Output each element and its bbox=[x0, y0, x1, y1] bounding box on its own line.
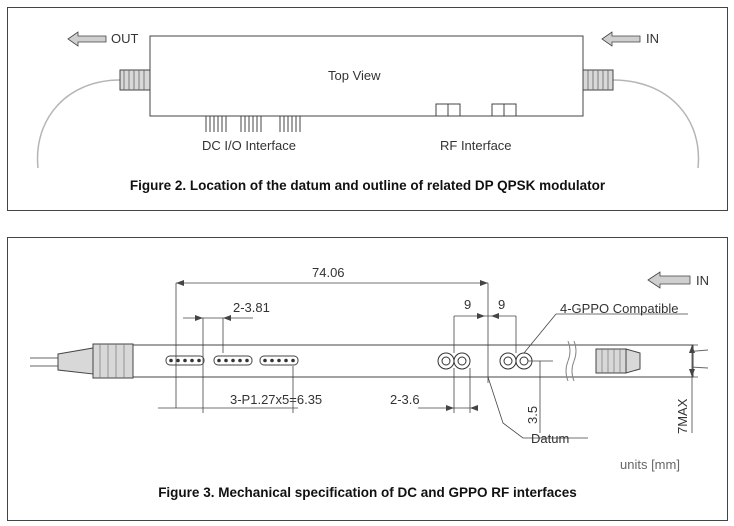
dim-total: 74.06 bbox=[312, 265, 345, 280]
gppo-connectors bbox=[437, 352, 533, 370]
out-fiber bbox=[36, 79, 121, 169]
figure-2-panel: OUT IN Top View DC I/O Interface RF Inte… bbox=[7, 7, 728, 211]
out-arrow bbox=[67, 31, 107, 47]
rf-connectors bbox=[435, 103, 517, 117]
right-boot bbox=[625, 348, 641, 374]
in-label: IN bbox=[646, 31, 659, 46]
figure-3-drawing bbox=[30, 271, 709, 439]
dim-max: 7MAX bbox=[675, 398, 690, 434]
in-arrow bbox=[647, 271, 691, 289]
gppo-label: 4-GPPO Compatible bbox=[560, 301, 679, 316]
rf-interface-label: RF Interface bbox=[440, 138, 512, 153]
modulator-body bbox=[149, 35, 584, 117]
units-label: units [mm] bbox=[620, 457, 680, 472]
datum-label: Datum bbox=[531, 431, 570, 446]
dim-gap-1: 9 bbox=[464, 297, 472, 312]
dim-height: 3.5 bbox=[525, 405, 540, 424]
dim-gppo-spacing: 2-3.6 bbox=[390, 392, 420, 407]
figure-3-caption: Figure 3. Mechanical specification of DC… bbox=[158, 485, 577, 500]
dc-pins bbox=[205, 116, 301, 132]
figure-3-panel: IN 74.06 2-3.81 9 9 4-GPPO Compatible 3-… bbox=[7, 237, 728, 521]
out-connector bbox=[119, 69, 151, 91]
in-arrow bbox=[601, 31, 641, 47]
out-label: OUT bbox=[111, 31, 139, 46]
left-connector bbox=[92, 343, 134, 379]
dc-interface-label: DC I/O Interface bbox=[202, 138, 296, 153]
figure-2-drawing bbox=[36, 31, 700, 169]
figure-2-caption: Figure 2. Location of the datum and outl… bbox=[129, 178, 606, 193]
dim-pins: 3-P1.27x5=6.35 bbox=[230, 392, 323, 407]
top-view-label: Top View bbox=[328, 68, 381, 83]
dim-pitch: 2-3.81 bbox=[233, 300, 270, 315]
in-fiber bbox=[612, 79, 700, 169]
in-label: IN bbox=[696, 273, 709, 288]
dc-pin-groups bbox=[165, 355, 299, 366]
left-boot bbox=[57, 347, 94, 375]
right-connector bbox=[595, 348, 627, 374]
dim-gap-2: 9 bbox=[498, 297, 506, 312]
